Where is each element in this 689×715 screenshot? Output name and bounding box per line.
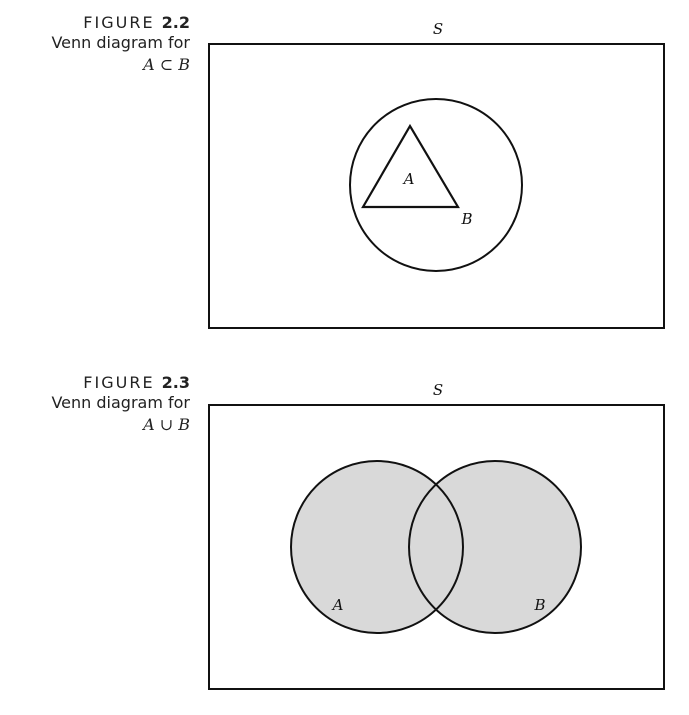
universe-rectangle	[208, 43, 665, 329]
universe-label: S	[433, 381, 443, 399]
set-b-label: B	[533, 596, 545, 614]
caption-line: Venn diagram for	[51, 33, 190, 52]
set-a-label: A	[402, 170, 415, 188]
figure-2-3-diagram: S A B	[208, 381, 665, 690]
caption-expression: A ∪ B	[143, 415, 190, 434]
set-a-circle	[290, 460, 464, 634]
figure-word: FIGURE	[83, 13, 155, 32]
figure-2-2-diagram: S A B	[208, 20, 665, 329]
set-a-triangle	[361, 123, 460, 209]
set-b-circle	[408, 460, 582, 634]
figure-number: 2.3	[161, 373, 190, 392]
figure-number: 2.2	[161, 13, 190, 32]
set-b-label: B	[460, 210, 472, 228]
caption-line: Venn diagram for	[51, 393, 190, 412]
figure-2-2-caption: FIGURE 2.2 Venn diagram for A ⊂ B	[30, 13, 190, 76]
figure-2-3-caption: FIGURE 2.3 Venn diagram for A ∪ B	[30, 373, 190, 436]
caption-expression: A ⊂ B	[143, 55, 190, 74]
universe-rectangle	[208, 404, 665, 690]
set-a-label: A	[331, 596, 344, 614]
set-b-circle	[349, 98, 523, 272]
universe-label: S	[433, 20, 443, 38]
figure-word: FIGURE	[83, 373, 155, 392]
